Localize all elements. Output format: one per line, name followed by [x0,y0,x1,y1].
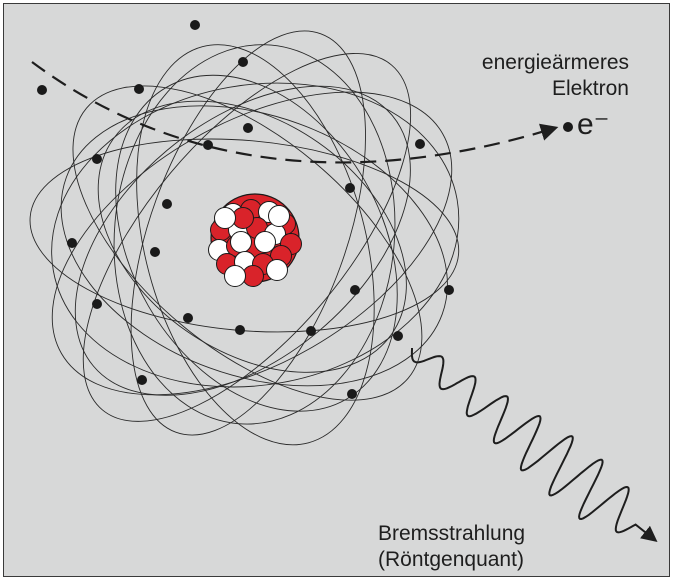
electron-dot [134,84,144,94]
orbit-ellipse [130,30,366,436]
electron-dot [162,199,172,209]
neutron [224,265,246,287]
outgoing-electron-label: energieärmeres Elektron [482,50,629,102]
electron-dot [203,140,213,150]
bremsstrahlung-label-line2: (Röntgenquant) [378,548,524,571]
neutron [268,205,290,227]
electron-dot [347,389,357,399]
orbit-ellipse [82,53,412,422]
electron-dot [235,325,245,335]
orbit-ellipse [51,91,453,396]
bremsstrahlung-wave [410,348,658,542]
diagram-panel [3,3,670,577]
bremsstrahlung-label-line1: Bremsstrahlung [378,522,526,545]
electron-dot [150,247,160,257]
electron-dot [238,57,248,67]
orbit-ellipse [74,85,411,396]
orbit-ellipse [113,44,396,425]
outgoing-electron-dot [563,122,573,132]
outgoing-electron-label-line2: Elektron [551,77,629,100]
electron-dot [92,299,102,309]
electron-dot [444,285,454,295]
neutron [230,231,252,253]
orbit-ellipse [115,74,398,412]
electron-dot [183,313,193,323]
electron-dot [37,85,47,95]
electron-orbits [29,30,460,446]
neutron [254,231,276,253]
electron-dot [243,123,253,133]
electron-dot [92,154,102,164]
electron-dot [137,375,147,385]
orbit-ellipse [136,44,375,446]
orbit-ellipse [51,82,460,388]
orbit-ellipse [97,100,407,373]
neutron [214,207,236,229]
electron-trajectory-path [31,61,559,164]
electron-dot [306,326,316,336]
electron-dot [345,183,355,193]
atomic-nucleus [208,193,302,287]
electron-dot [67,238,77,248]
electron-dot [190,20,200,30]
electron-dot [393,331,403,341]
outgoing-electron-label-line1: energieärmeres [481,51,629,74]
orbit-ellipse [60,105,448,387]
neutron [266,259,288,281]
electron-dot [415,139,425,149]
bremsstrahlung-label: Bremsstrahlung (Röntgenquant) [378,521,525,573]
electron-dots [37,20,454,399]
electron-dot [350,285,360,295]
electron-symbol: e⁻ [577,108,610,141]
